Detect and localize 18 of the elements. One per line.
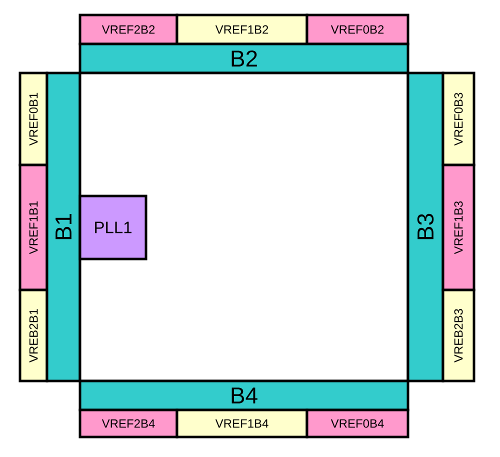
vref-box: VREF1B4 [176,408,308,438]
core-area [78,72,410,382]
bank-bar: B4 [78,380,410,412]
bank-bar: B1 [46,72,82,382]
vref-box: VREB2B1 [18,288,48,382]
vref-box: VREF1B3 [442,164,476,292]
vref-box: VREF2B4 [78,408,178,438]
vref-box: VREB2B3 [442,288,476,382]
bank-bar: B2 [78,42,410,74]
vref-box: VREF1B2 [176,14,308,46]
vref-box: VREF0B2 [306,14,410,46]
vref-box: VREF1B1 [18,164,48,292]
vref-box: VREF2B2 [78,14,178,46]
vref-box: VREF0B1 [18,72,48,166]
vref-box: VREF0B4 [306,408,410,438]
bank-bar: B3 [406,72,444,382]
pll-block: PLL1 [78,194,148,260]
vref-box: VREF0B3 [442,72,476,166]
